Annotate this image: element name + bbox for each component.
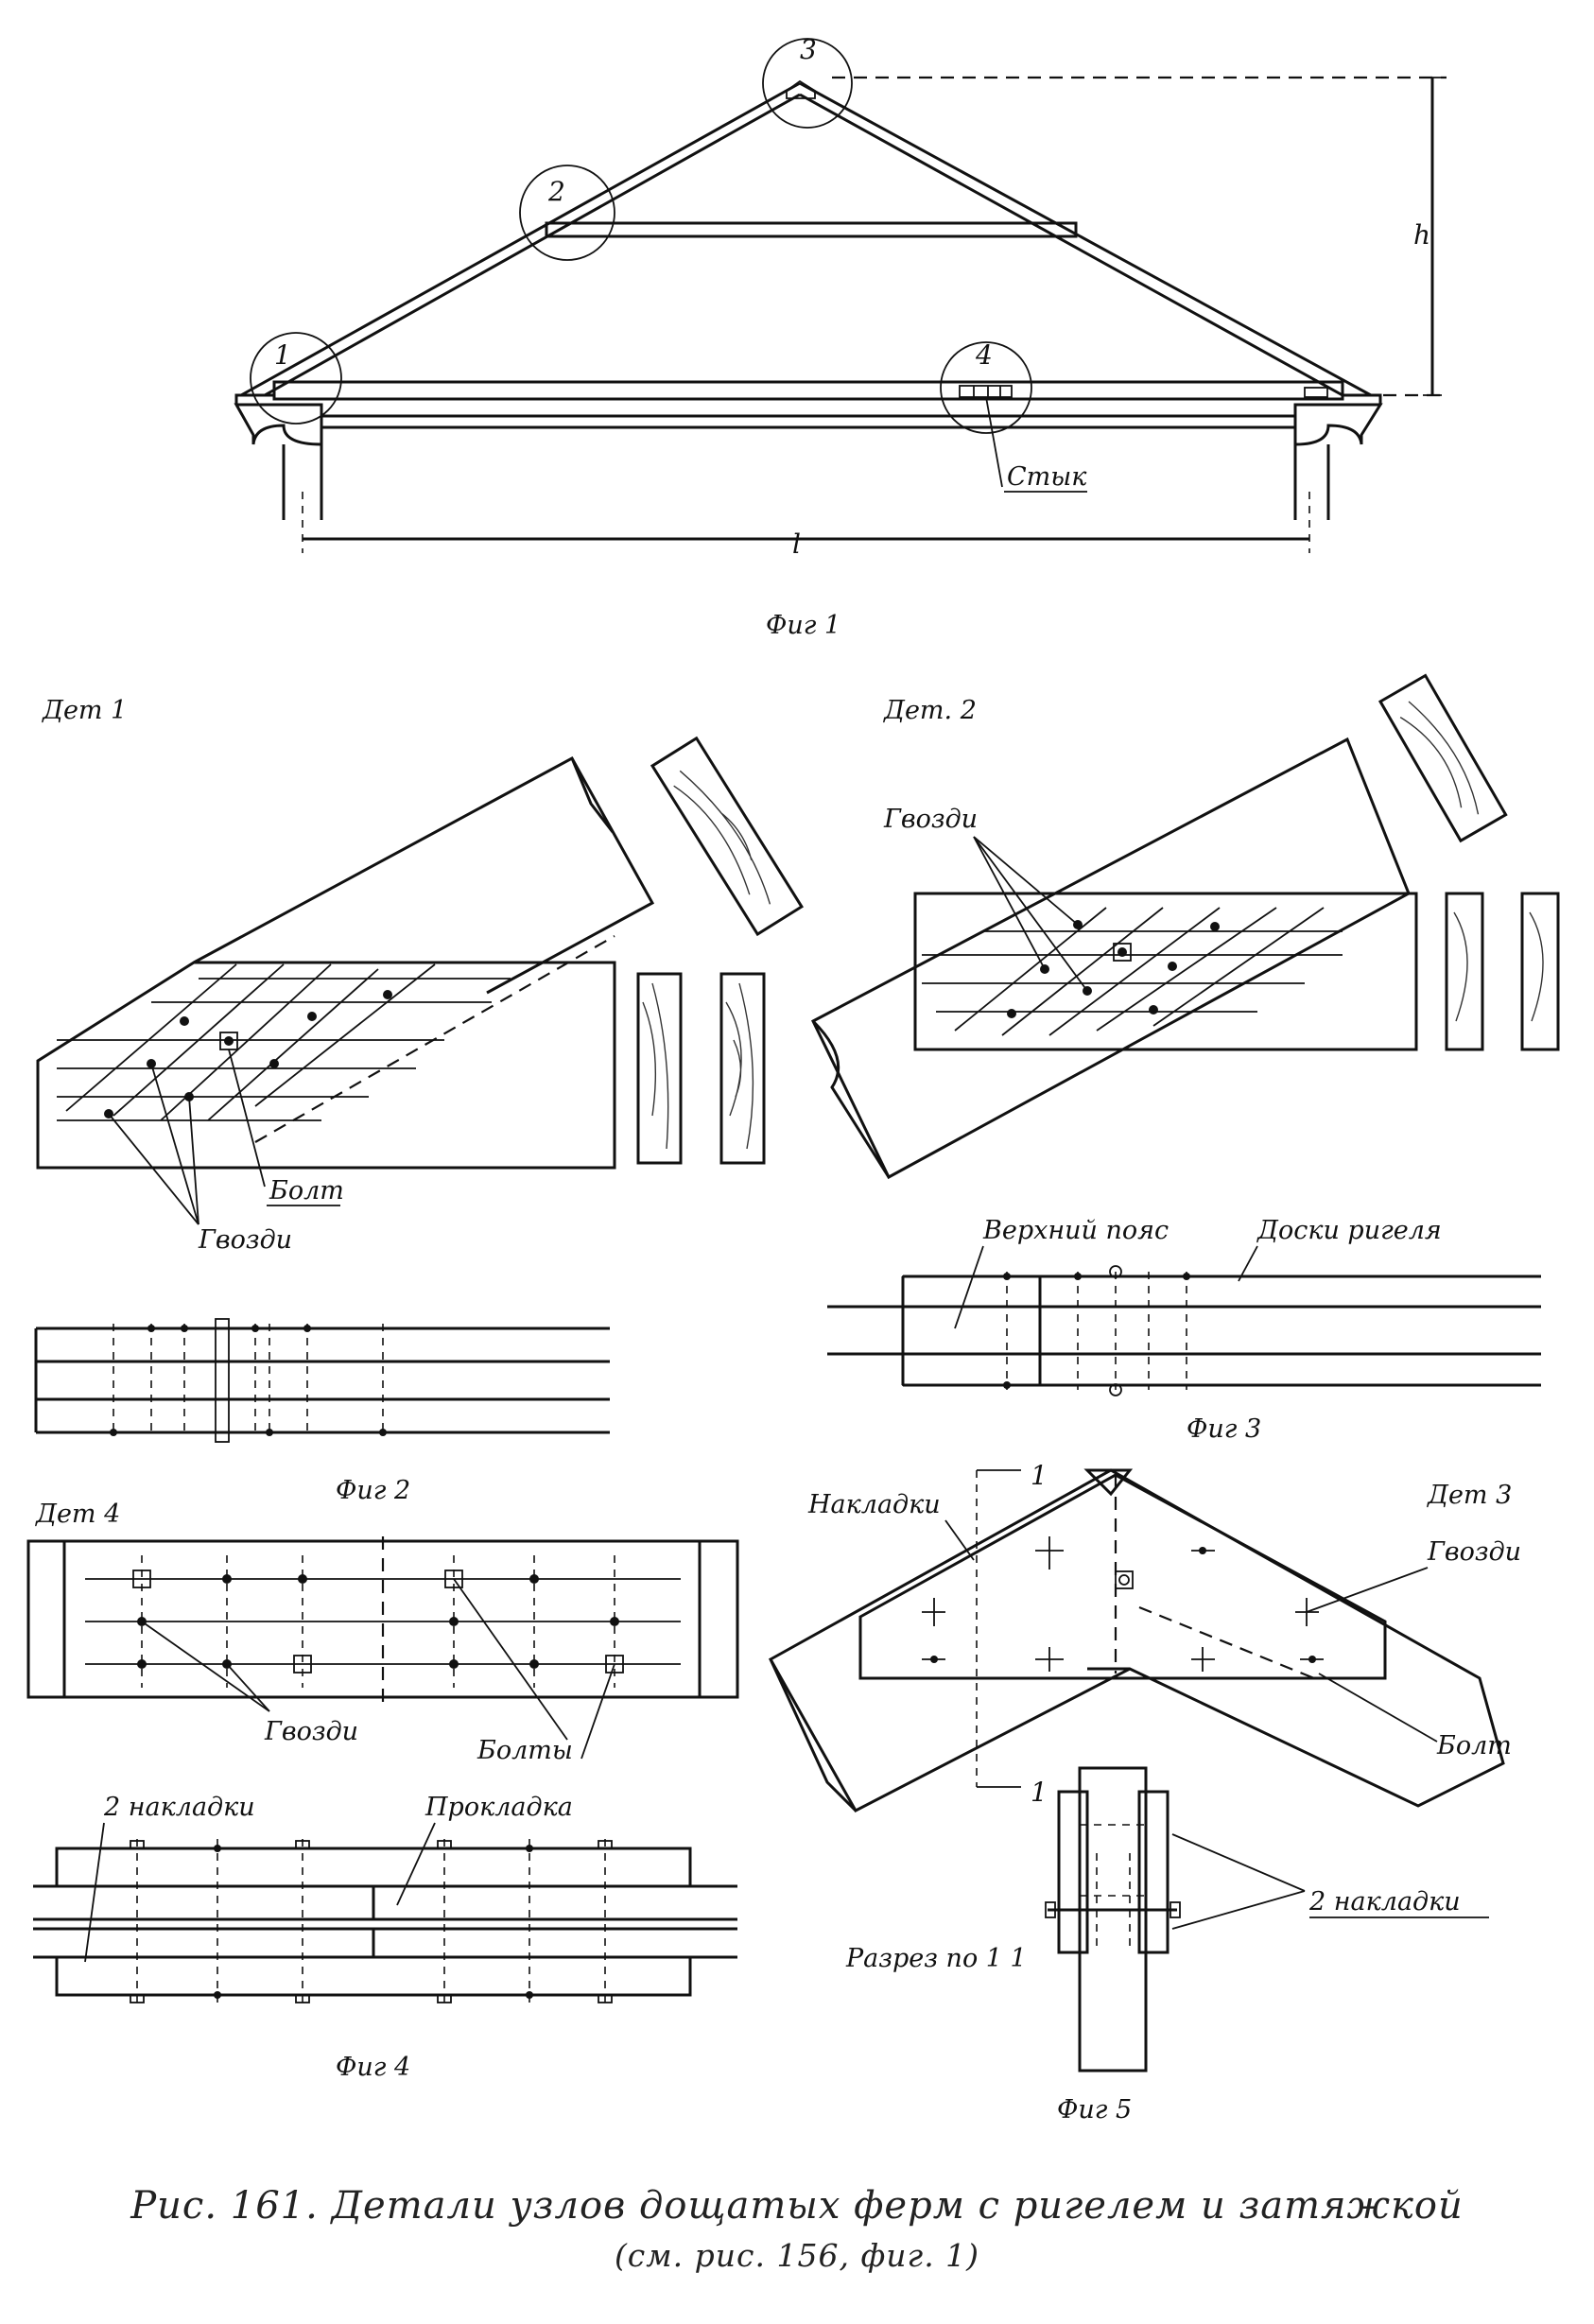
- det4-title: Дет 4: [35, 1500, 120, 1529]
- fig4-plates-label: 2 накладки: [103, 1793, 255, 1822]
- det3-bolt-label: Болт: [1436, 1731, 1512, 1760]
- det2-collar-joint: Дет. 2 Гвозди: [811, 673, 1560, 1180]
- fig2-title: Фиг 2: [336, 1476, 410, 1505]
- det2-title: Дет. 2: [883, 696, 977, 725]
- fig3-title: Фиг 3: [1187, 1414, 1261, 1444]
- fig3-plan: Верхний пояс Доски ригеля Фиг 3: [827, 1216, 1541, 1444]
- node-label-1: 1: [274, 339, 291, 371]
- det4-nails-label: Гвозди: [264, 1717, 358, 1746]
- det1-title: Дет 1: [42, 696, 127, 725]
- fig2-plan: Фиг 2: [34, 1318, 610, 1505]
- node-label-3: 3: [800, 34, 817, 65]
- fig5-plates-label: 2 накладки: [1308, 1887, 1461, 1916]
- det4-bolts-label: Болты: [476, 1736, 573, 1765]
- section-mark-top: 1: [1031, 1460, 1048, 1491]
- span-label: l: [792, 529, 801, 560]
- figure-caption: Рис. 161. Детали узлов дощатых ферм с ри…: [130, 2184, 1464, 2228]
- fig5-title: Фиг 5: [1057, 2095, 1132, 2125]
- fig4-spacer-label: Прокладка: [424, 1793, 573, 1822]
- fig4-plan: 2 накладки Прокладка Фиг 4: [33, 1793, 737, 2082]
- node-label-2: 2: [547, 176, 565, 207]
- fig4-title: Фиг 4: [336, 2053, 410, 2082]
- joint-label: Стык: [1007, 462, 1087, 492]
- det3-ridge-joint: Дет 3 Накладки 1 1: [768, 1460, 1521, 1812]
- det1-bolt-label: Болт: [269, 1176, 344, 1205]
- det3-title: Дет 3: [1427, 1481, 1512, 1510]
- det2-nails-label: Гвозди: [883, 805, 978, 834]
- fig1-truss-elevation: 1 2 3 4 h l Стык Фиг 1: [234, 34, 1447, 640]
- det3-plates-label: Накладки: [807, 1490, 941, 1519]
- det1-heel-joint: Дет 1 Болт: [36, 696, 804, 1255]
- fig5-section: 2 накладки Разрез по 1 1 Фиг 5: [845, 1766, 1489, 2125]
- fig3-beam-boards-label: Доски ригеля: [1256, 1216, 1442, 1245]
- det1-nails-label: Гвозди: [198, 1225, 292, 1255]
- section-mark-bottom: 1: [1031, 1777, 1048, 1808]
- fig1-title: Фиг 1: [766, 611, 840, 640]
- det4-tie-joint: Дет 4 Гвозди Болты: [26, 1500, 739, 1765]
- fig3-upper-chord-label: Верхний пояс: [982, 1216, 1169, 1245]
- node-label-4: 4: [975, 339, 993, 371]
- height-label: h: [1413, 219, 1430, 251]
- fig5-section-label: Разрез по 1 1: [845, 1944, 1027, 1973]
- figure-caption-reference: (см. рис. 156, фиг. 1): [614, 2237, 980, 2274]
- det3-nails-label: Гвозди: [1427, 1537, 1521, 1567]
